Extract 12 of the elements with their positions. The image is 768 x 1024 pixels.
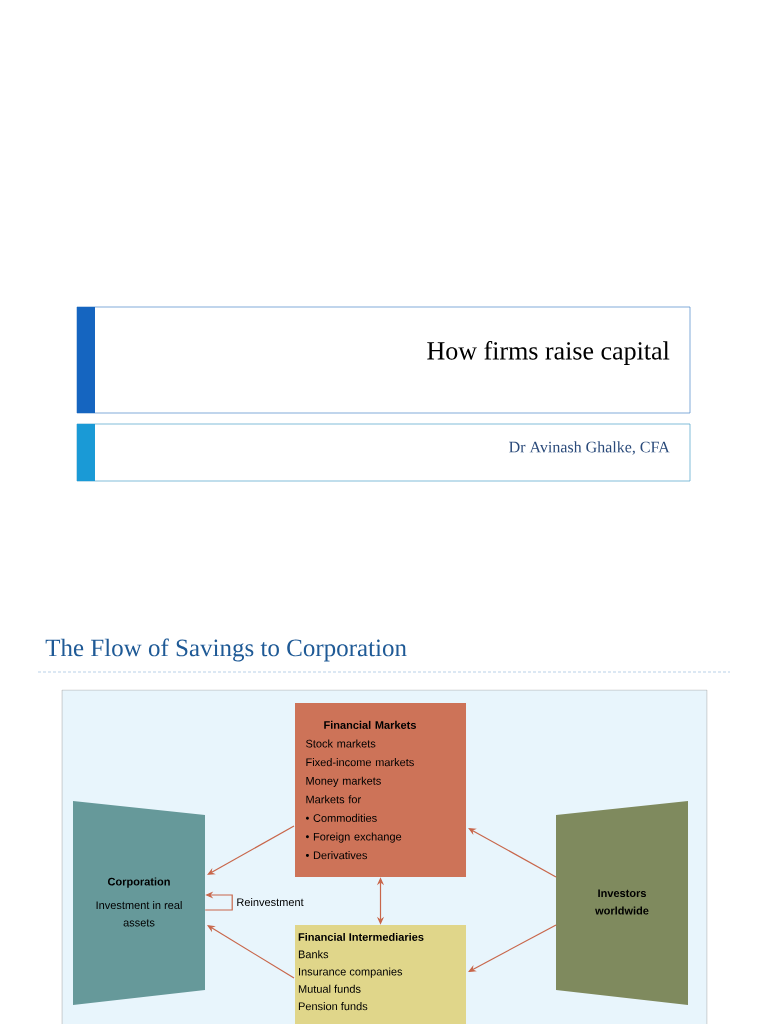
subtitle-box: Dr Avinash Ghalke, CFA (76, 423, 691, 482)
arrow (468, 924, 557, 972)
arrow (207, 825, 295, 875)
corporation-block: Corporation Investment in real assets (73, 801, 205, 1005)
process-box: Financial Intermediaries Banks Insurance companies Mutual funds Pension funds (295, 925, 466, 1024)
arrow (207, 925, 295, 979)
edge-label: Reinvestment (235, 896, 305, 908)
slide-heading: The Flow of Savings to Corporation (45, 638, 407, 662)
arrow (468, 828, 557, 878)
process-box: Financial Markets Stock markets Fixed-income markets Money markets Markets for • Commodities • Foreign exchange • Derivatives (295, 703, 466, 877)
title-box: How firms raise capital (76, 306, 691, 414)
investors-block: Investors worldwide (556, 801, 688, 1005)
